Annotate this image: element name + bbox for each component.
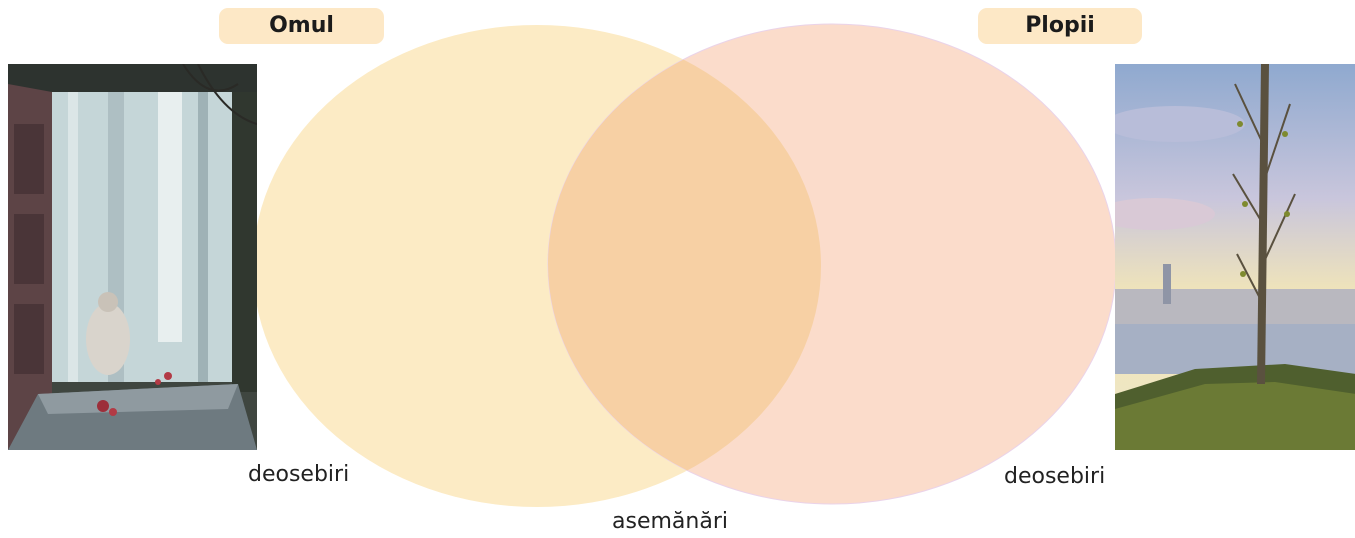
similarities-label: asemănări	[612, 509, 728, 534]
right-title: Plopii	[1025, 13, 1095, 38]
person-painting	[8, 64, 257, 450]
left-title-tag: Omul	[219, 8, 384, 44]
right-title-tag: Plopii	[978, 8, 1142, 44]
right-differences-label: deosebiri	[1004, 464, 1105, 489]
left-title: Omul	[269, 13, 334, 38]
left-differences-label: deosebiri	[248, 462, 349, 487]
poplar-painting	[1115, 64, 1355, 450]
